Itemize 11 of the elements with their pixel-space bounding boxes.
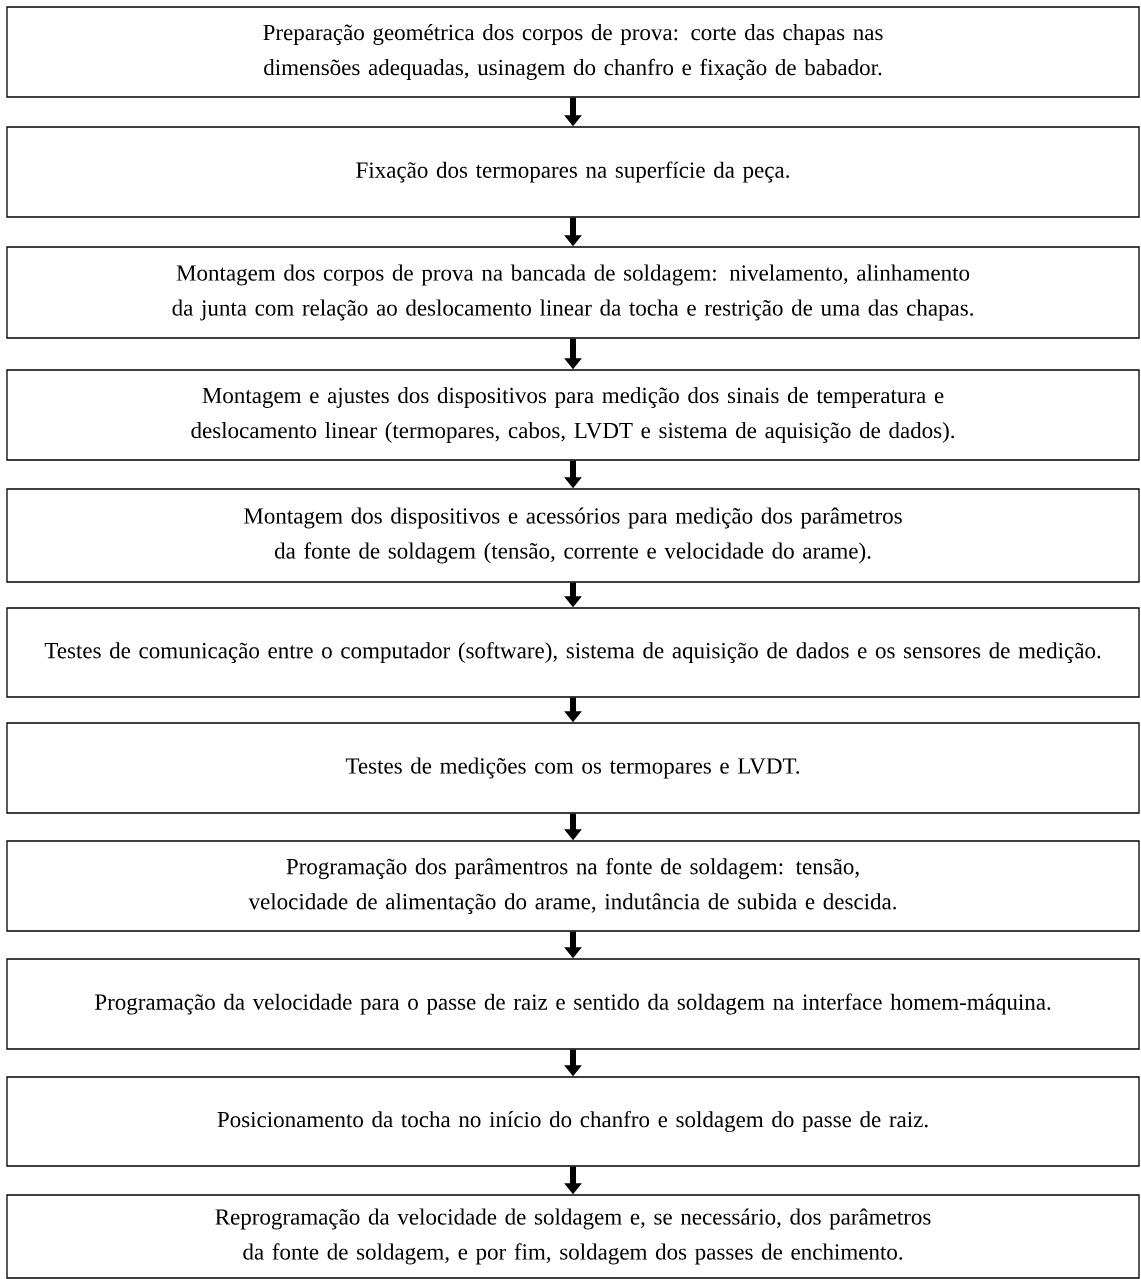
process-box: Programação dos parâmentros na fonte de soldagem: tensão, velocidade de alimentação do arame, indutância de subida e descida.	[6, 840, 1140, 932]
process-box: Preparação geométrica dos corpos de prova: corte das chapas nas dimensões adequadas, usinagem do chanfro e fixação de babador.	[6, 6, 1140, 98]
process-box: Testes de comunicação entre o computador (software), sistema de aquisição de dados e os sensores de medição.	[6, 607, 1140, 698]
process-box: Montagem e ajustes dos dispositivos para medição dos sinais de temperatura e deslocamento linear (termopares, cabos, LVDT e sistema de aquisição de dados).	[6, 369, 1140, 461]
process-box: Montagem dos corpos de prova na bancada de soldagem: nivelamento, alinhamento da junta com relação ao deslocamento linear da tocha e restrição de uma das chapas.	[6, 246, 1140, 339]
process-box: Programação da velocidade para o passe de raiz e sentido da soldagem na interface homem-máquina.	[6, 958, 1140, 1050]
process-box: Reprogramação da velocidade de soldagem e, se necessário, dos parâmetros da fonte de soldagem, e por fim, soldagem dos passes de enchimento.	[6, 1194, 1140, 1279]
process-box: Fixação dos termopares na superfície da peça.	[6, 126, 1140, 218]
process-box: Montagem dos dispositivos e acessórios para medição dos parâmetros da fonte de soldagem (tensão, corrente e velocidade do arame).	[6, 488, 1140, 583]
process-box: Testes de medições com os termopares e LVDT.	[6, 722, 1140, 814]
process-box: Posicionamento da tocha no início do chanfro e soldagem do passe de raiz.	[6, 1076, 1140, 1167]
